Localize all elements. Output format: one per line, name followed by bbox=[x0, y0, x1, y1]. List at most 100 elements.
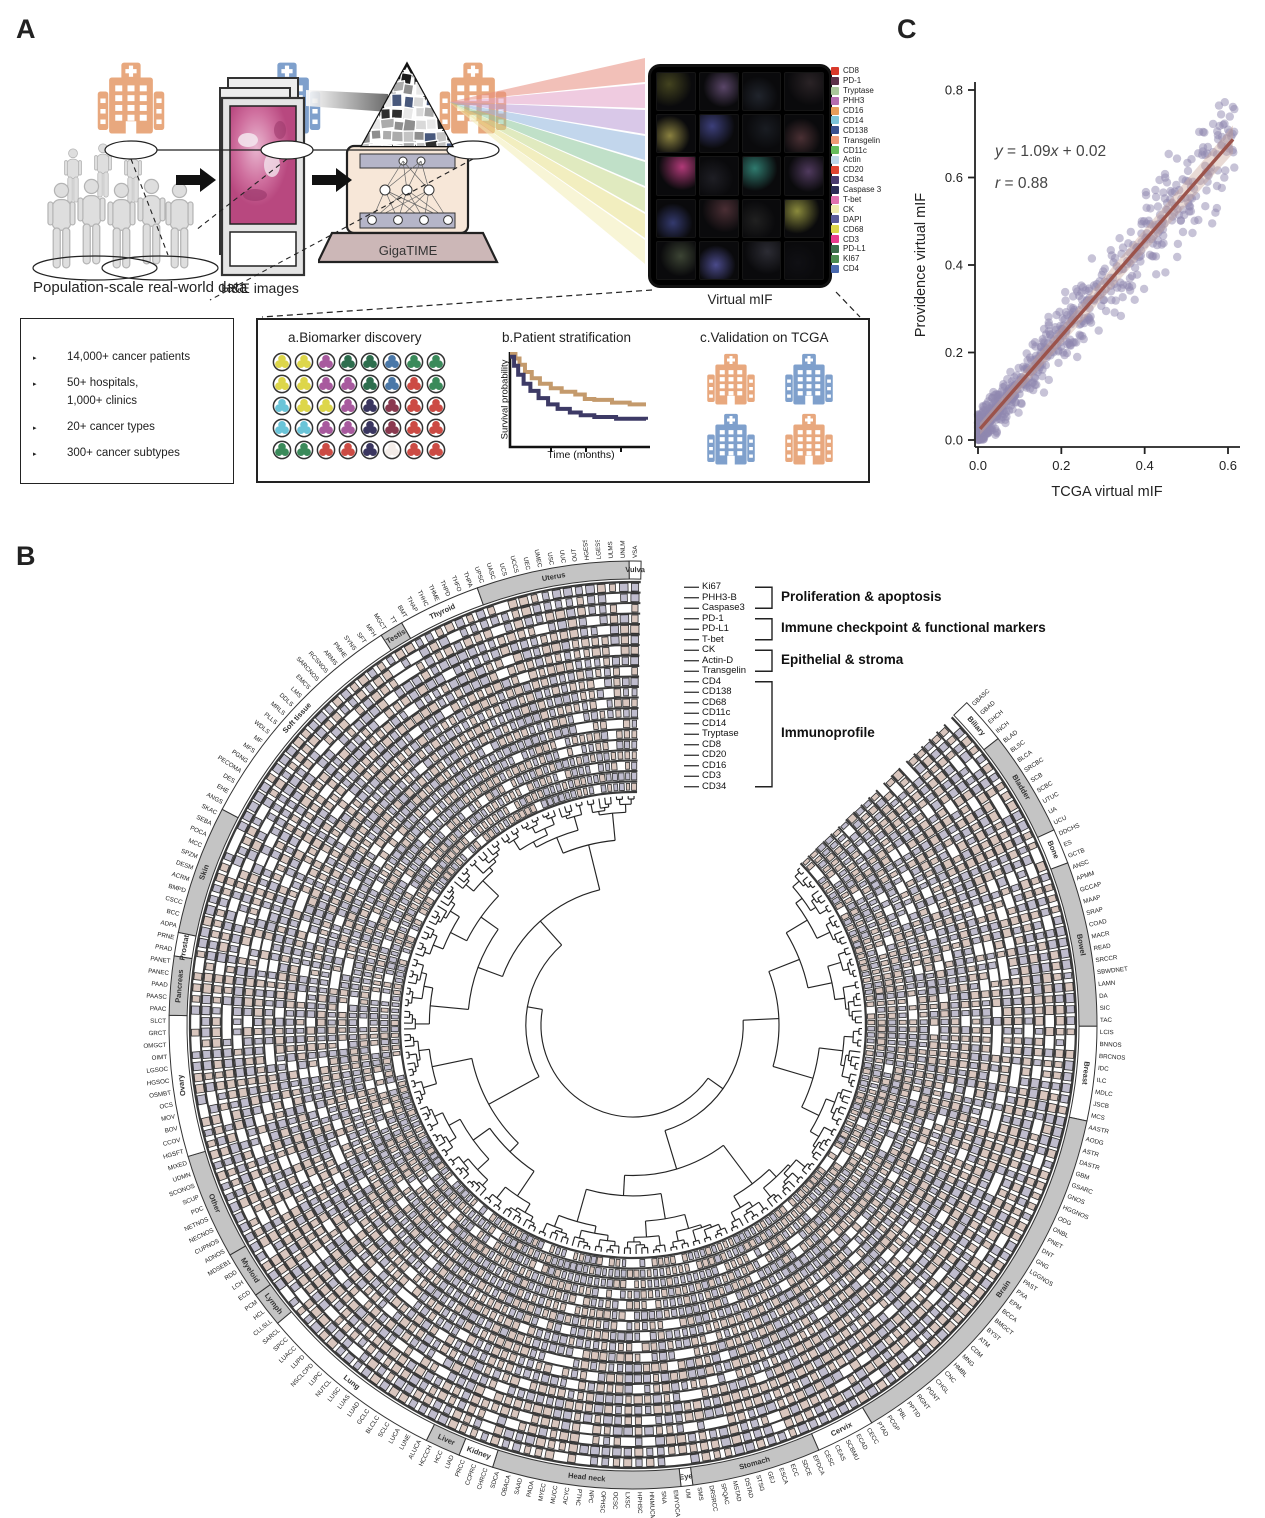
legend-marker-label: PD-L1 bbox=[843, 244, 866, 254]
virtual-mif-grid bbox=[648, 64, 832, 288]
regression-line bbox=[978, 138, 1235, 430]
legend-color-chip bbox=[831, 86, 839, 95]
person bbox=[162, 182, 197, 279]
legend-marker-label: PHH3 bbox=[843, 96, 865, 106]
legend-color-chip bbox=[831, 96, 839, 105]
mif-tile bbox=[741, 198, 782, 238]
cell-cluster-icon bbox=[382, 352, 402, 372]
mif-legend-item: Caspase 3 bbox=[831, 185, 911, 195]
ring-marker-label: PD-1 bbox=[702, 612, 724, 624]
person bbox=[62, 148, 84, 211]
legend-color-chip bbox=[831, 195, 839, 204]
mif-tile bbox=[698, 198, 739, 238]
cell-cluster-icon bbox=[426, 374, 446, 394]
mif-legend-item: CD34 bbox=[831, 175, 911, 185]
cell-cluster-icon bbox=[426, 418, 446, 438]
mif-legend-item: PHH3 bbox=[831, 96, 911, 106]
legend-marker-label: CD16 bbox=[843, 106, 864, 115]
mif-tile bbox=[741, 114, 782, 154]
mif-tile bbox=[741, 156, 782, 196]
regression-equation: y = 1.09x + 0.02 bbox=[994, 143, 1106, 160]
stat-text: 300+ cancer subtypes bbox=[67, 447, 180, 459]
ring-marker-label: PHH3-B bbox=[702, 591, 737, 603]
cell-cluster-icon bbox=[360, 352, 380, 372]
mif-legend-item: KI67 bbox=[831, 254, 911, 264]
scatter-points bbox=[973, 98, 1239, 445]
km-curve-lower bbox=[510, 354, 648, 421]
mif-legend-item: CD11c bbox=[831, 145, 911, 155]
mif-legend-item: Transgelin bbox=[831, 135, 911, 145]
cell-cluster-icon bbox=[294, 396, 314, 416]
legend-marker-label: T-bet bbox=[843, 195, 862, 205]
legend-marker-label: CD138 bbox=[843, 125, 868, 135]
cell-cluster-icon bbox=[382, 396, 402, 416]
ring-marker-label: CD138 bbox=[702, 686, 732, 698]
legend-color-chip bbox=[831, 175, 839, 184]
mif-tile bbox=[698, 72, 739, 112]
ring-marker-label: T-bet bbox=[702, 633, 724, 645]
stat-item: ▸300+ cancer subtypes bbox=[21, 447, 233, 459]
x-tick-label: 0.0 bbox=[969, 458, 987, 473]
cell-cluster-icon bbox=[360, 418, 380, 438]
marker-group-title: Immune checkpoint & functional markers bbox=[781, 620, 1046, 636]
legend-marker-label: Caspase 3 bbox=[843, 185, 882, 195]
cell-cluster-icon bbox=[294, 352, 314, 372]
person bbox=[74, 178, 109, 275]
workflow-box: a.Biomarker discovery b.Patient stratifi… bbox=[256, 318, 870, 483]
mif-legend-item: T-bet bbox=[831, 195, 911, 205]
cell-cluster-icon bbox=[294, 440, 314, 460]
cell-cluster-icon bbox=[404, 418, 424, 438]
legend-color-chip bbox=[831, 165, 839, 174]
ring-marker-label: Tryptase bbox=[702, 728, 739, 740]
ring-marker-label: Transgelin bbox=[702, 665, 747, 677]
tcga-hospital bbox=[706, 352, 756, 412]
y-tick-label: 0.6 bbox=[945, 170, 963, 185]
cell-cluster-icon bbox=[426, 396, 446, 416]
cell-cluster-icon bbox=[338, 374, 358, 394]
person-icon bbox=[77, 178, 106, 265]
marker-group-title: Proliferation & apoptosis bbox=[781, 588, 942, 604]
legend-color-chip bbox=[831, 185, 839, 194]
ring-marker-label: PD-L1 bbox=[702, 623, 729, 635]
ring-marker-label: Caspase3 bbox=[702, 602, 745, 614]
mif-legend-item: CD4 bbox=[831, 264, 911, 274]
cell-cluster-icon bbox=[404, 374, 424, 394]
mif-tile bbox=[656, 72, 696, 112]
km-curves bbox=[508, 352, 650, 452]
cell-cluster-icon bbox=[272, 440, 292, 460]
mif-tile bbox=[784, 198, 824, 238]
legend-color-chip bbox=[831, 235, 839, 244]
legend-color-chip bbox=[831, 76, 839, 85]
population-caption: Population-scale real-world data bbox=[33, 279, 248, 296]
correlation-value: r = 0.88 bbox=[995, 175, 1048, 192]
cell-row bbox=[272, 396, 458, 418]
he-caption: H&E images bbox=[221, 280, 299, 296]
mif-tile bbox=[784, 72, 824, 112]
mif-legend-item: Actin bbox=[831, 155, 911, 165]
legend-marker-label: CD34 bbox=[843, 175, 864, 185]
mif-legend-item: Tryptase bbox=[831, 86, 911, 96]
mif-tile bbox=[656, 156, 696, 196]
cohort-stats-box: ▸14,000+ cancer patients▸50+ hospitals,1… bbox=[20, 318, 234, 484]
tcga-hospital bbox=[784, 412, 834, 472]
x-axis-label: TCGA virtual mIF bbox=[1051, 484, 1162, 500]
legend-marker-label: KI67 bbox=[843, 254, 860, 264]
legend-color-chip bbox=[831, 155, 839, 164]
mif-tile bbox=[656, 240, 696, 280]
stat-text: 14,000+ cancer patients bbox=[67, 351, 191, 363]
mif-tile bbox=[656, 114, 696, 154]
workflow-c-title: c.Validation on TCGA bbox=[700, 330, 829, 345]
panel-c-label: C bbox=[897, 14, 917, 44]
cell-cluster-icon bbox=[426, 440, 446, 460]
legend-color-chip bbox=[831, 244, 839, 253]
legend-color-chip bbox=[831, 116, 839, 125]
mif-tile bbox=[784, 114, 824, 154]
mif-legend-item: CD68 bbox=[831, 224, 911, 234]
cell-row bbox=[272, 374, 458, 396]
mif-legend-item: CD3 bbox=[831, 234, 911, 244]
cell-cluster-icon bbox=[338, 396, 358, 416]
cell-cluster-icon bbox=[360, 440, 380, 460]
workflow-a-title: a.Biomarker discovery bbox=[288, 330, 422, 345]
